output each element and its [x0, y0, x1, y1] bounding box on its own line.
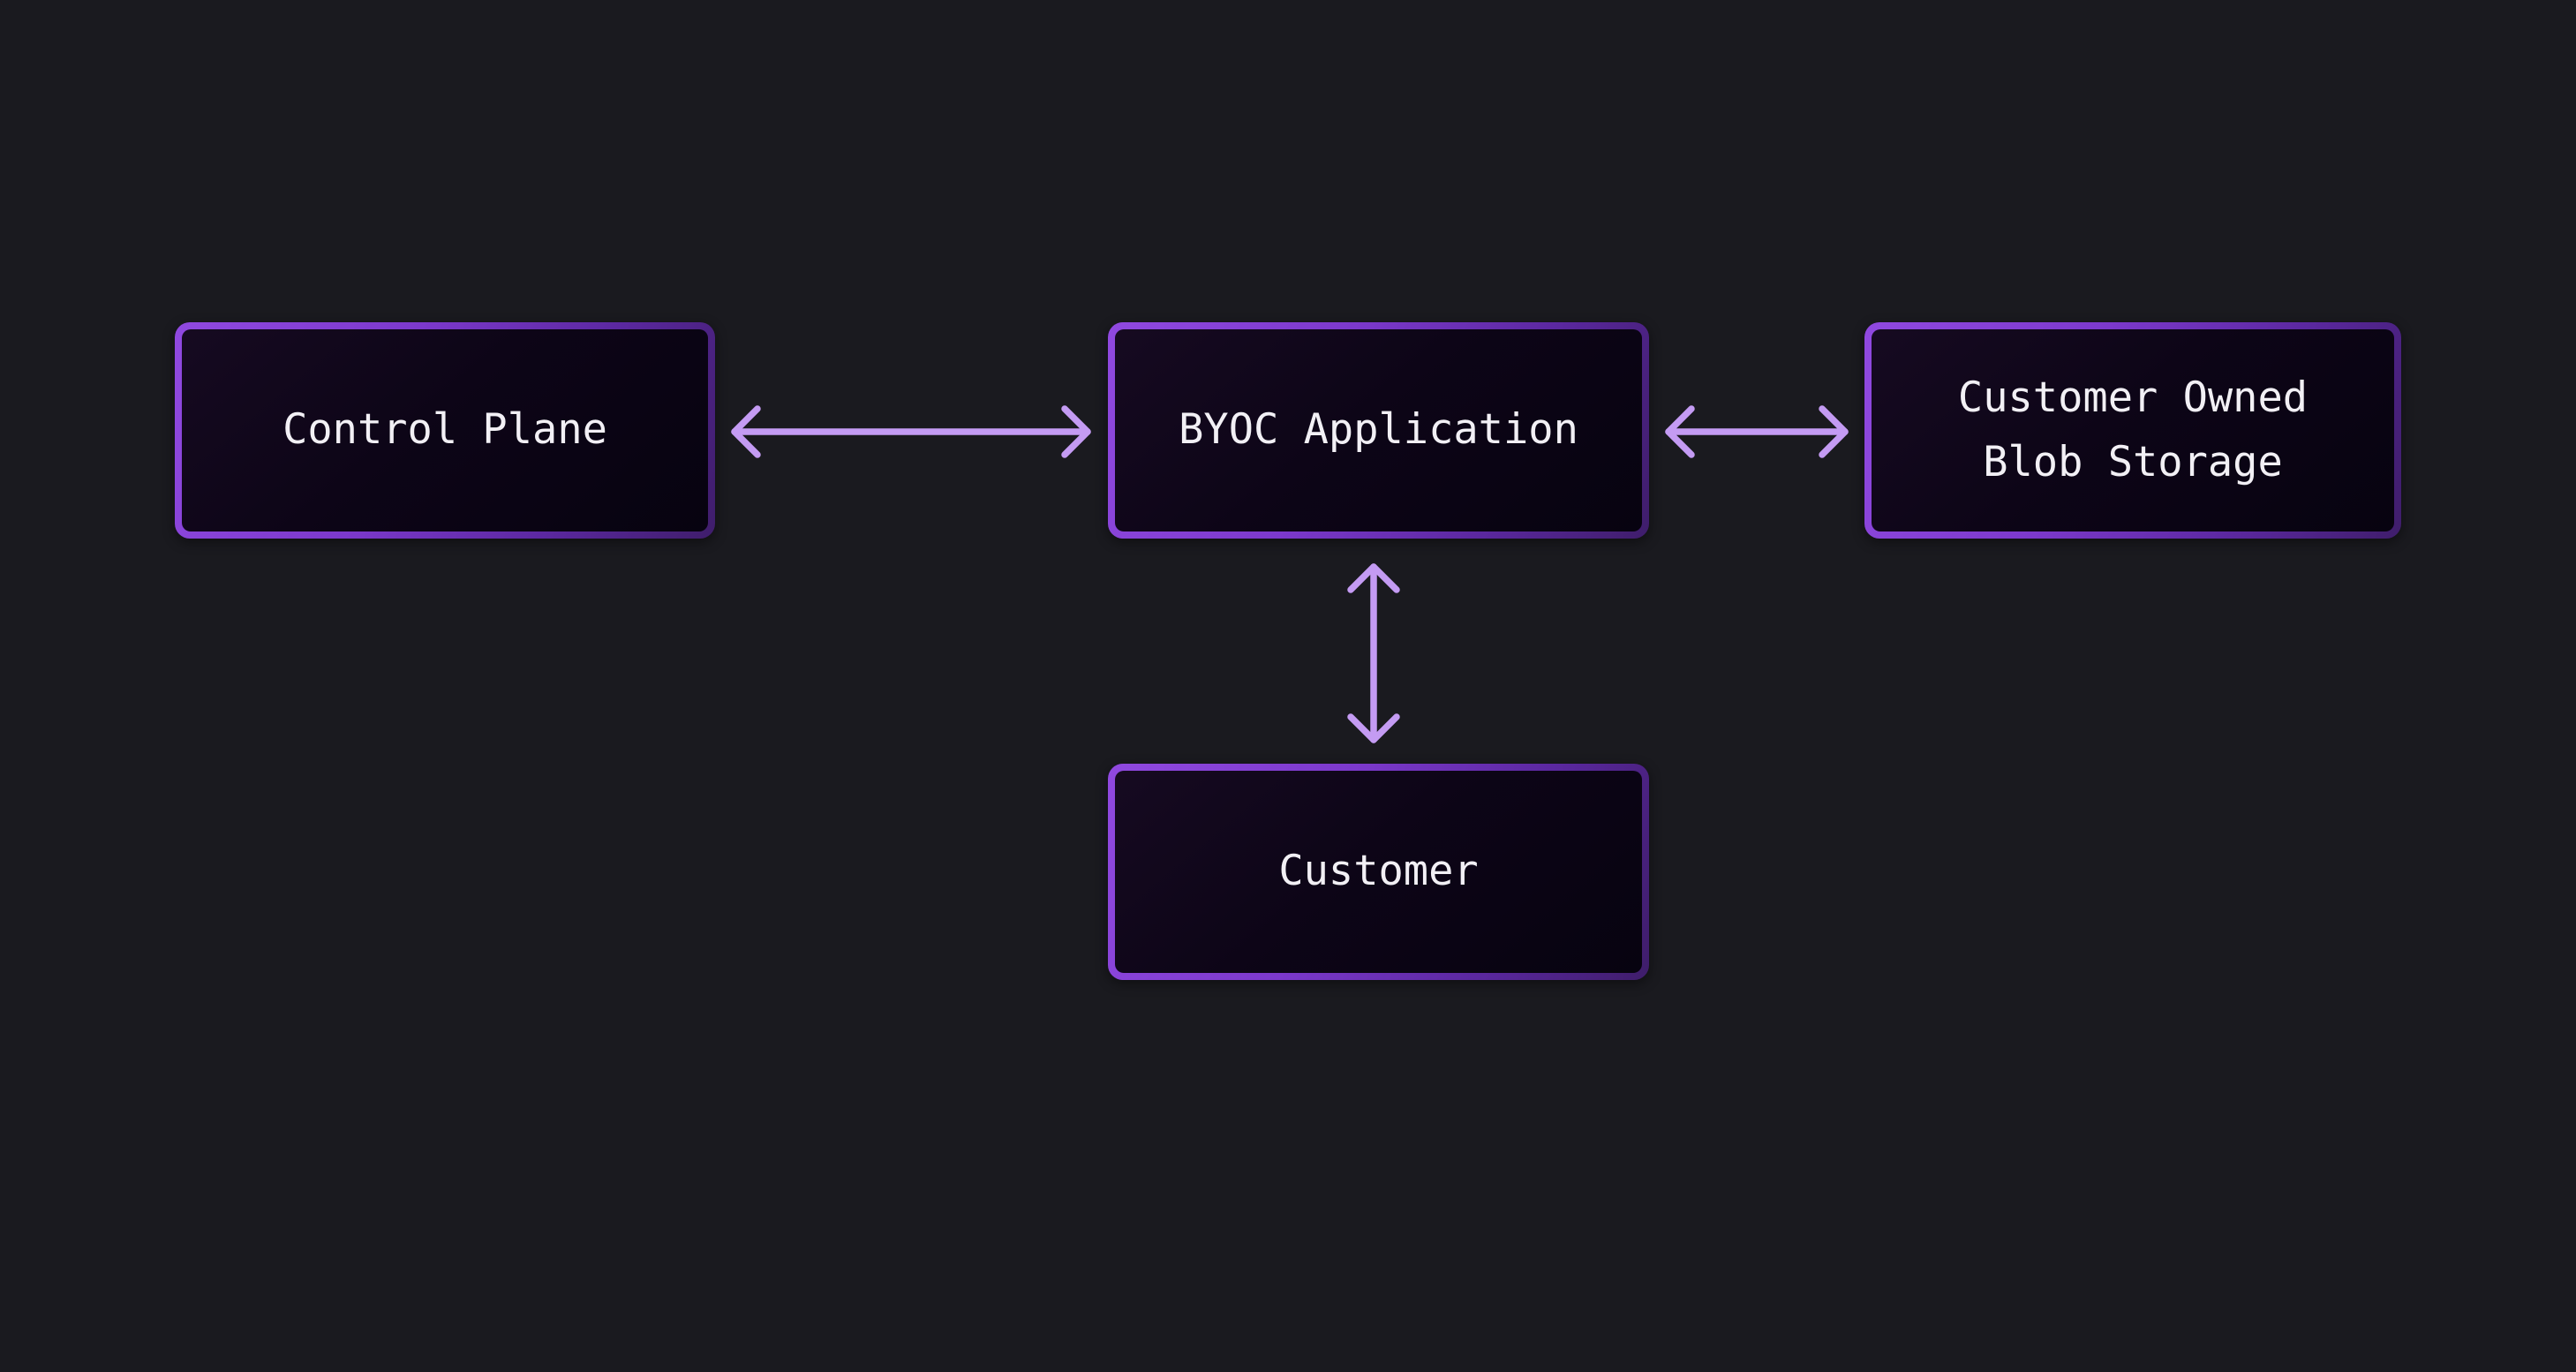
node-control-plane: Control Plane	[175, 322, 715, 539]
divider-line	[908, 0, 913, 1372]
node-customer-body: Customer	[1115, 771, 1642, 973]
node-blob-storage-body: Customer Owned Blob Storage	[1872, 329, 2394, 531]
node-blob-storage-label: Customer Owned Blob Storage	[1957, 373, 2309, 486]
bidirectional-arrow-byoc-blob-icon	[1665, 405, 1849, 458]
node-control-plane-body: Control Plane	[182, 329, 708, 531]
node-customer-label: Customer	[1278, 847, 1479, 896]
bidirectional-arrow-byoc-customer-icon	[1347, 563, 1400, 743]
node-blob-storage: Customer Owned Blob Storage	[1864, 322, 2401, 539]
node-customer: Customer	[1108, 764, 1649, 980]
node-control-plane-label: Control Plane	[282, 405, 607, 455]
bidirectional-arrow-control-byoc-icon	[731, 405, 1091, 458]
node-byoc-application-label: BYOC Application	[1179, 405, 1578, 455]
node-byoc-application: BYOC Application	[1108, 322, 1649, 539]
node-byoc-application-body: BYOC Application	[1115, 329, 1642, 531]
